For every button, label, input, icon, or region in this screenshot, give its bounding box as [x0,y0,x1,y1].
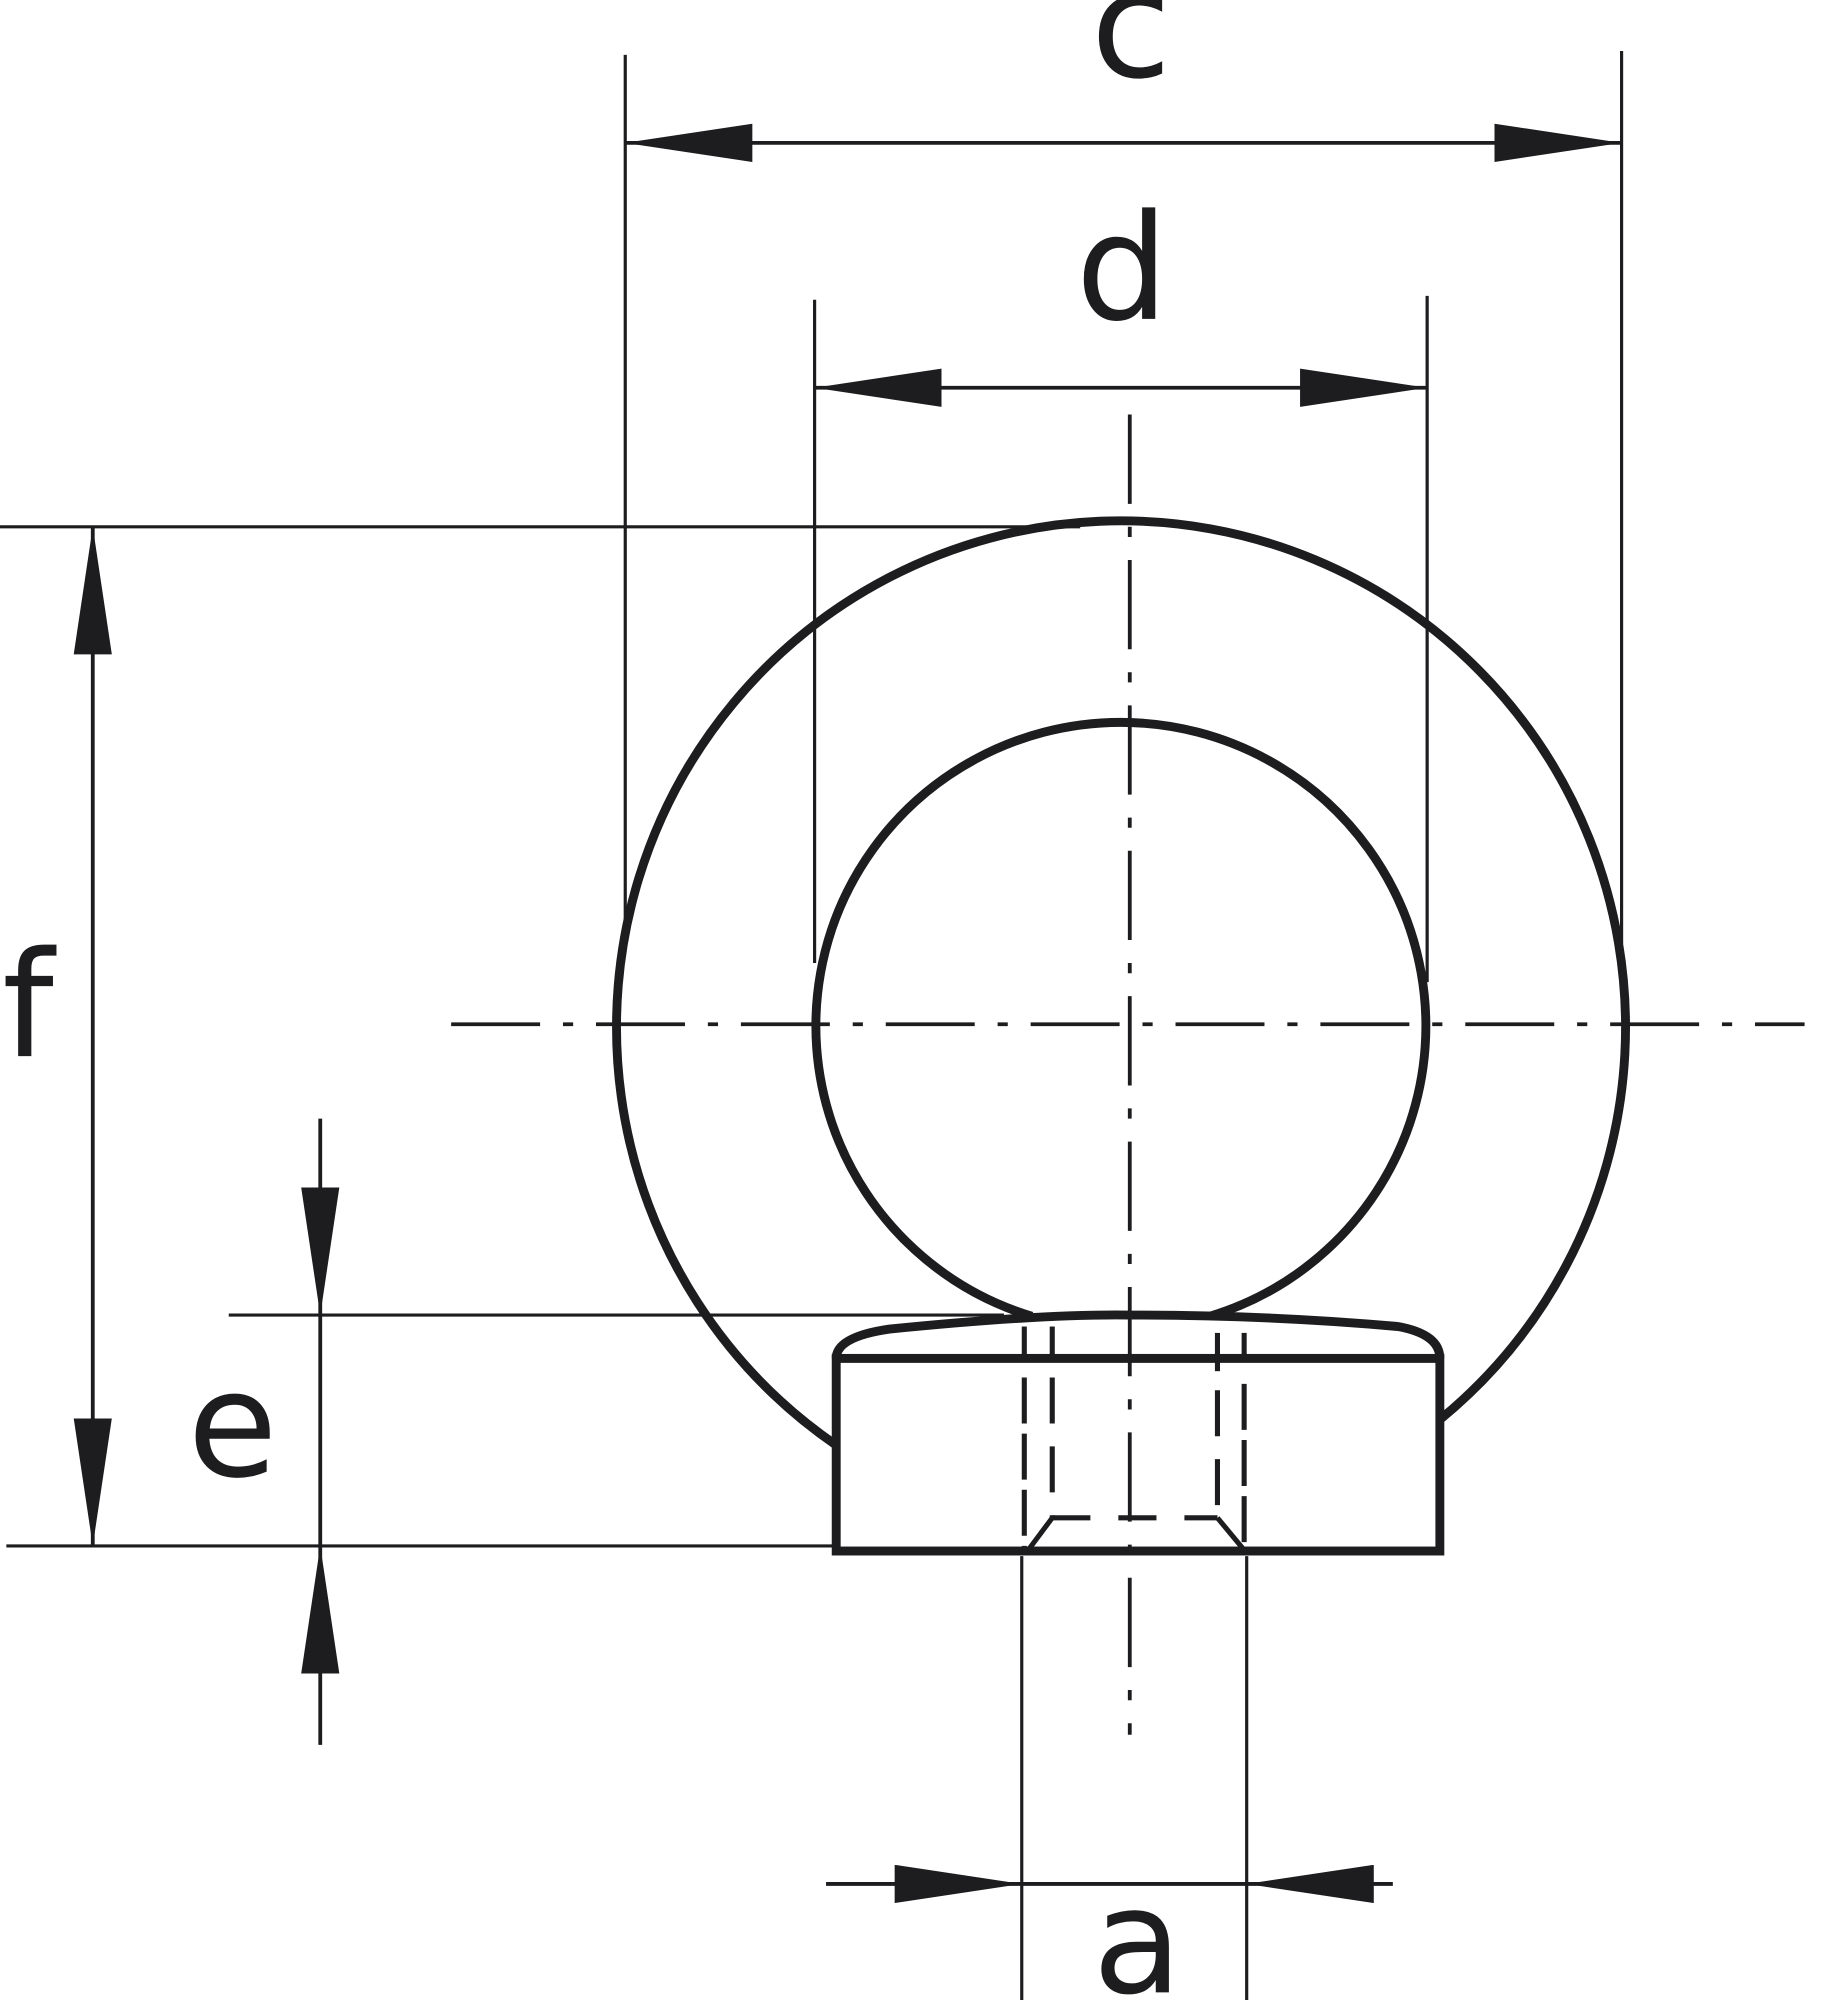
collar-top-curve [831,1310,1445,1360]
collar [831,1310,1445,1556]
collar-body [831,1353,1445,1556]
dimension-labels: c d f e a [2,0,1182,2000]
dimension-lines [73,123,1622,1904]
label-a: a [1093,1856,1183,2000]
label-d: d [1076,183,1169,354]
eye-ring [612,516,1630,1449]
hidden-thread [1021,1326,1247,1552]
outer-ring [612,516,1630,1449]
label-c: c [1091,0,1171,112]
label-e: e [188,1340,278,1511]
extension-lines [0,51,1624,2000]
inner-ring [811,717,1431,1321]
centerlines [451,414,1805,1735]
label-f: f [2,920,57,1091]
